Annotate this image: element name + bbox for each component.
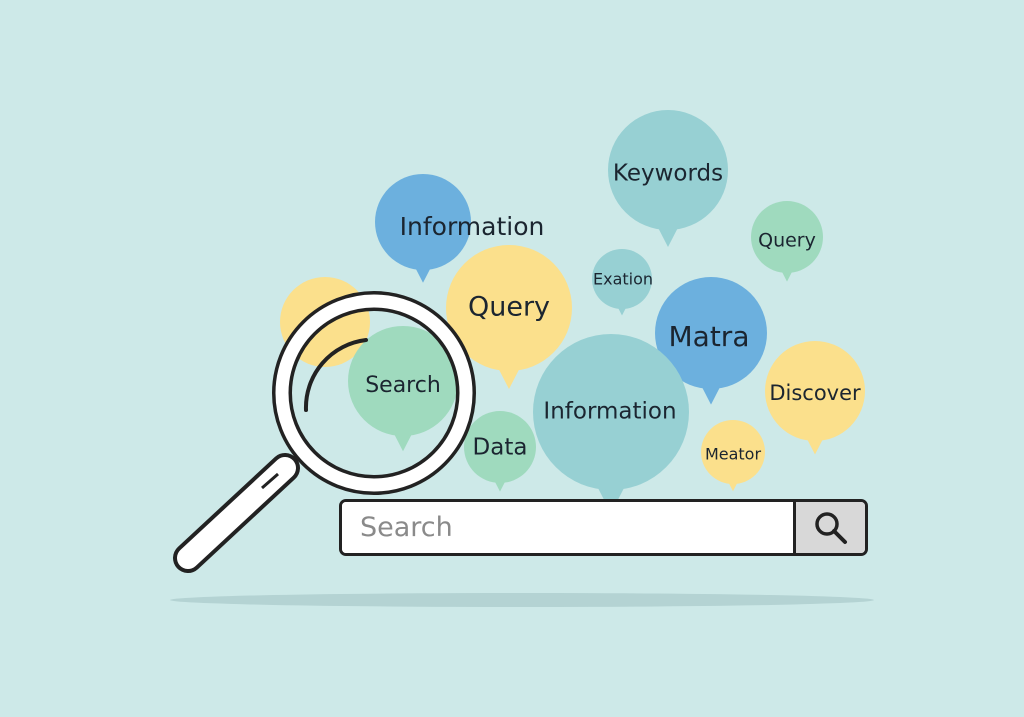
speech-bubble-label: Query: [758, 230, 816, 252]
speech-bubble-tail: [657, 226, 679, 247]
magnifying-glass-icon: [173, 291, 476, 573]
speech-bubble-body: [533, 334, 689, 490]
speech-bubble-body: [751, 201, 823, 273]
speech-bubble-label: Data: [473, 435, 528, 461]
speech-bubble-tail: [700, 385, 722, 405]
ground-shadow: [170, 593, 874, 607]
speech-bubble: Search: [348, 326, 458, 452]
speech-bubble-body: [608, 110, 728, 230]
speech-bubble: Query: [751, 201, 823, 282]
speech-bubble: Meator: [701, 420, 765, 492]
speech-bubble-body: [375, 174, 471, 270]
speech-bubble: Information: [533, 334, 689, 514]
speech-bubble-tail: [393, 432, 413, 452]
speech-bubble: Matra: [655, 277, 767, 405]
speech-bubble-label: Keywords: [613, 161, 723, 187]
speech-bubble-label: Information: [400, 212, 545, 241]
speech-bubble-tail: [806, 437, 824, 455]
speech-bubble: Data: [464, 411, 536, 492]
speech-bubble-tail: [414, 266, 432, 283]
speech-bubble-label: Information: [543, 399, 676, 425]
speech-bubble-label: Exation: [593, 270, 653, 289]
speech-bubble: Keywords: [608, 110, 728, 247]
speech-bubble-label: Query: [468, 292, 550, 323]
speech-bubble: Query: [446, 245, 572, 390]
speech-bubble-label: Discover: [769, 381, 861, 405]
speech-bubble-body: [655, 277, 767, 389]
search-button[interactable]: [793, 502, 865, 553]
speech-bubble-label: Search: [365, 373, 441, 398]
speech-bubble-label: Matra: [669, 320, 750, 353]
speech-bubble-tail: [497, 367, 521, 390]
search-bar: [339, 499, 868, 556]
speech-bubble-body: [446, 245, 572, 371]
speech-bubble-body: [592, 249, 652, 309]
speech-bubble-body: [765, 341, 865, 441]
search-icon: [814, 511, 847, 544]
speech-bubble-label: Meator: [705, 445, 762, 464]
speech-bubble-body: [348, 326, 458, 436]
speech-bubble-body: [464, 411, 536, 483]
speech-bubble: Discover: [765, 341, 865, 455]
speech-bubble: Information: [375, 174, 544, 283]
speech-bubble-body: [701, 420, 765, 484]
search-input[interactable]: [342, 502, 793, 553]
speech-bubble: Exation: [592, 249, 653, 316]
